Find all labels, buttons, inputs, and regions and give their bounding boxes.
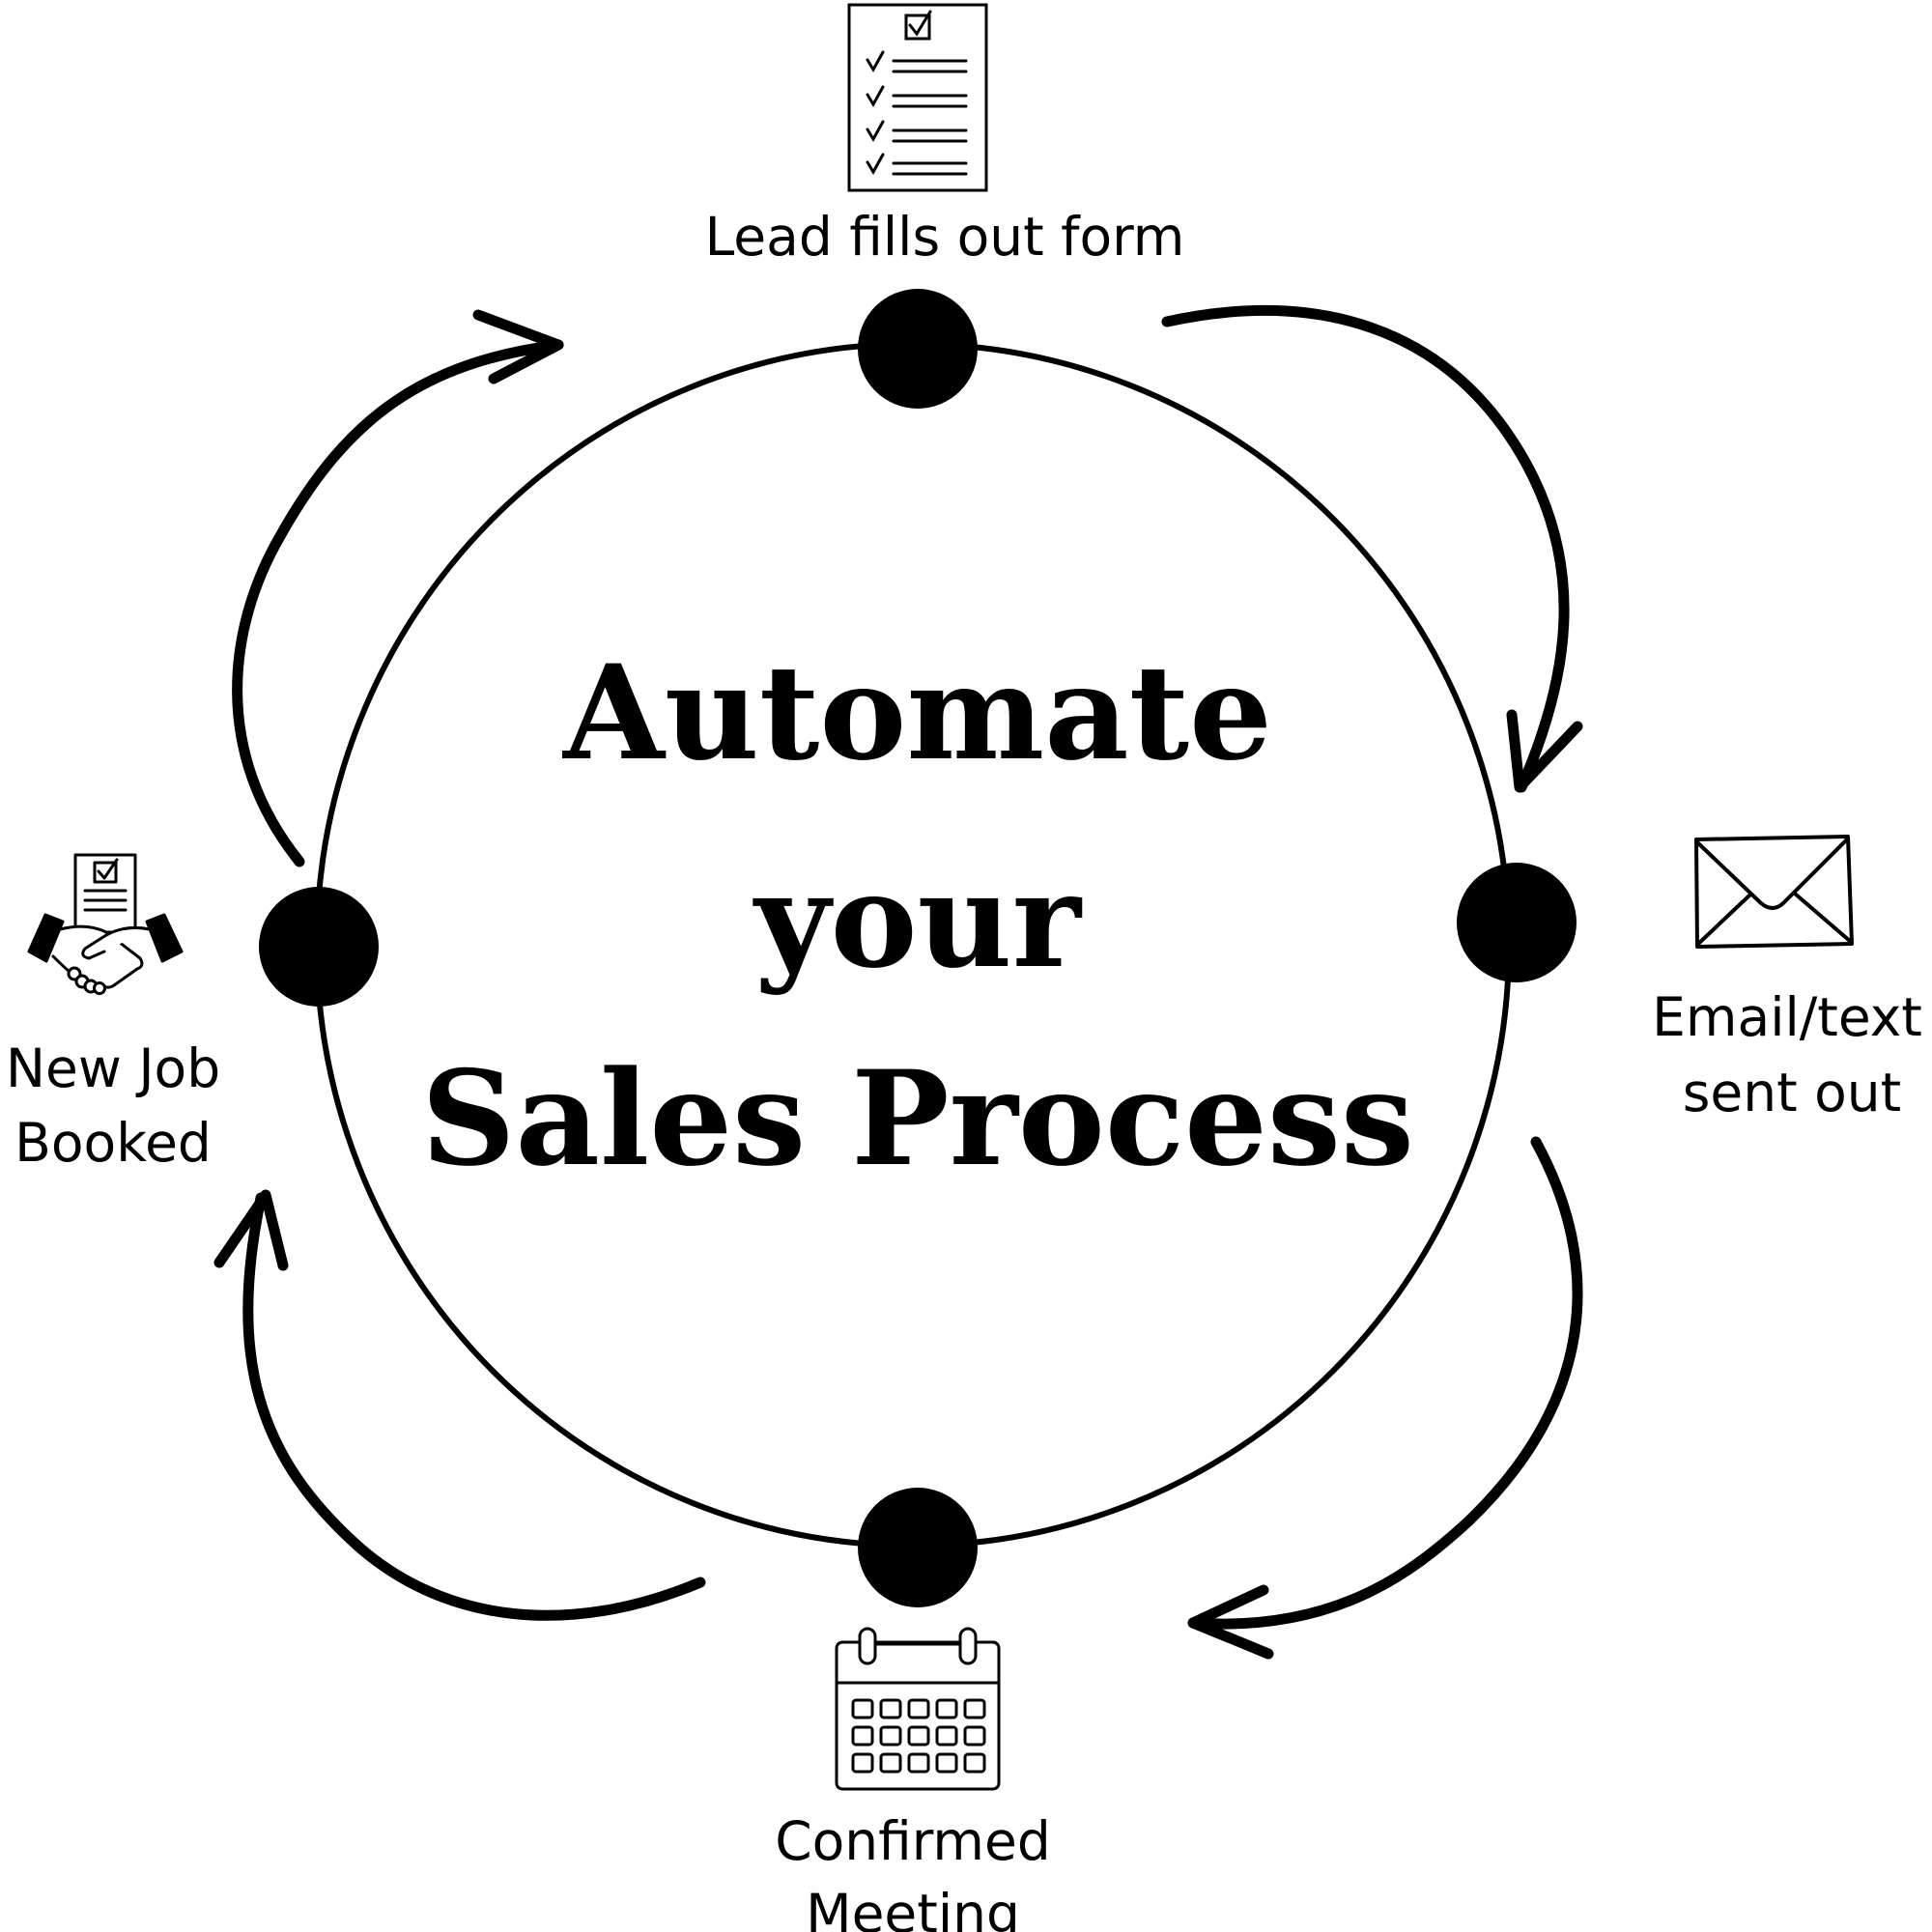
step-label-email-line-1: Email/text xyxy=(1652,986,1922,1048)
envelope-icon xyxy=(1694,835,1854,949)
title-line-3: Sales Process xyxy=(421,1041,1414,1195)
checklist-form-icon xyxy=(847,3,988,192)
arrow-meeting-to-job xyxy=(242,1192,706,1621)
step-label-job-line-2: Booked xyxy=(14,1112,212,1174)
arrow-form-to-email xyxy=(1161,305,1570,793)
arrowhead-form-to-email xyxy=(1506,709,1583,793)
arrowhead-meeting-to-job xyxy=(213,1189,289,1271)
step-label-job-line-1: New Job xyxy=(6,1037,220,1099)
arrow-job-to-form xyxy=(232,339,564,867)
calendar-icon xyxy=(835,1627,1001,1791)
node-confirmed-meeting xyxy=(858,1488,978,1607)
arrowhead-job-to-form xyxy=(472,309,564,384)
title-line-1: Automate xyxy=(561,636,1272,789)
arrowhead-email-to-meeting xyxy=(1187,1584,1274,1660)
title-line-2: your xyxy=(753,843,1083,997)
handshake-contract-icon xyxy=(27,853,184,995)
node-lead-form xyxy=(858,289,978,409)
step-label-meeting-line-1: Confirmed xyxy=(775,1810,1051,1872)
step-label-meeting-line-2: Meeting xyxy=(806,1883,1020,1932)
arrows xyxy=(213,305,1583,1660)
arrow-email-to-meeting xyxy=(1187,1136,1583,1630)
step-label-lead-form: Lead fills out form xyxy=(705,206,1185,268)
step-label-email-line-2: sent out xyxy=(1683,1062,1901,1123)
node-new-job xyxy=(259,887,379,1007)
node-email-text xyxy=(1457,863,1577,982)
